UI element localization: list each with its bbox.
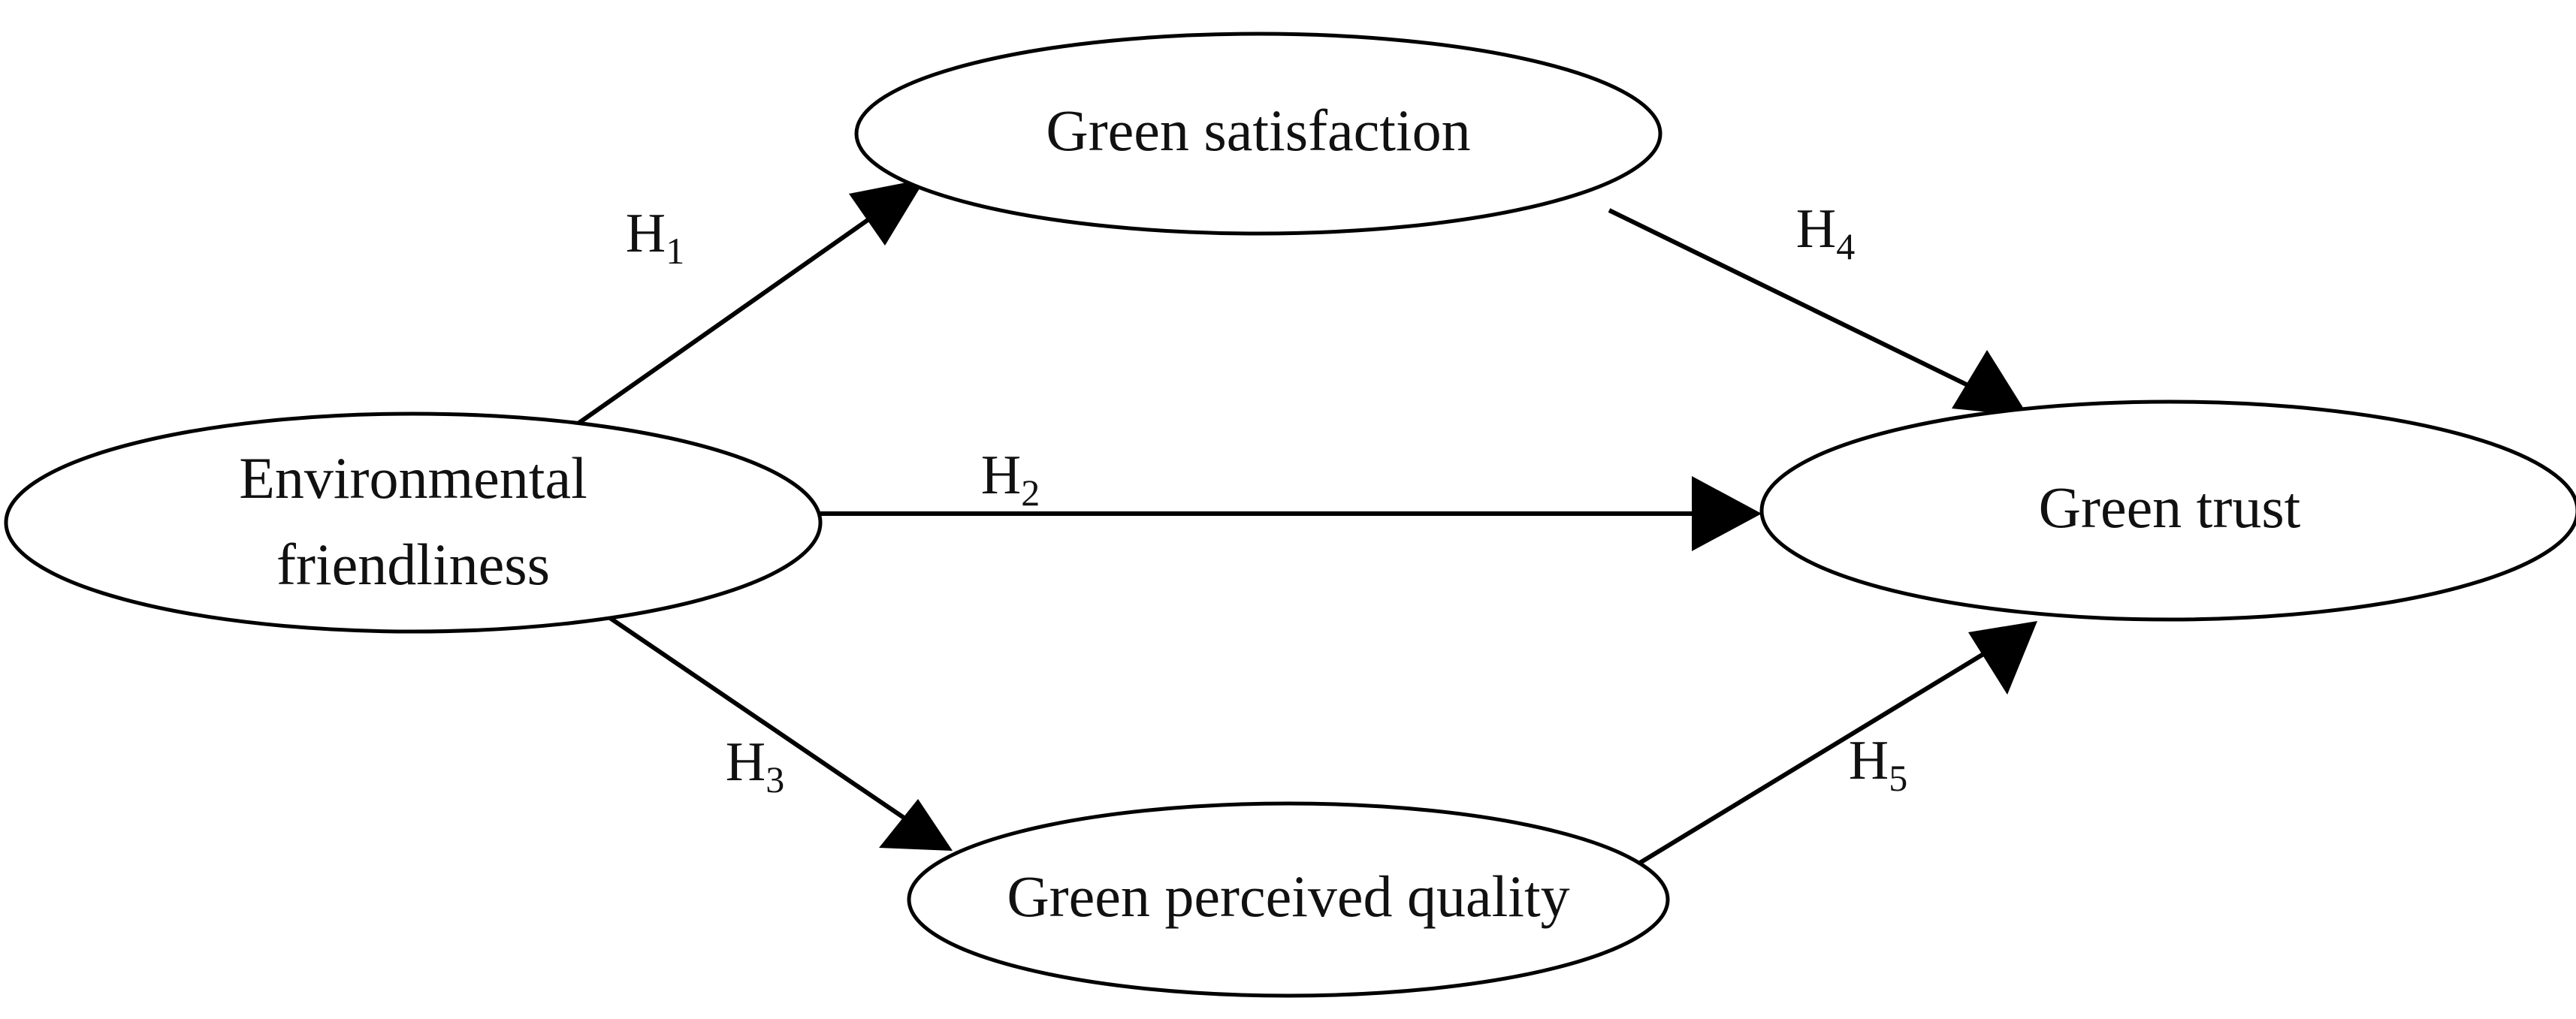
node-green-perceived-quality-shape: [907, 801, 1670, 998]
edge-label-h1: H1: [626, 203, 684, 272]
edge-label-h2: H2: [981, 445, 1040, 514]
node-environmental-friendliness-shape: [4, 412, 823, 634]
edge-label-h4-subscript: 4: [1836, 225, 1855, 267]
edge-label-h4: H4: [1796, 198, 1855, 267]
node-green-satisfaction-label: Green satisfaction: [1046, 98, 1470, 163]
edge-label-h5: H5: [1849, 730, 1907, 799]
edge-label-h5-letter: H: [1849, 730, 1889, 791]
edge-label-h1-letter: H: [626, 203, 666, 264]
edge-h2-arrowhead: [1692, 476, 1762, 551]
edge-label-h4-letter: H: [1796, 198, 1836, 260]
edge-label-h2-letter: H: [981, 445, 1021, 506]
node-environmental-friendliness-label-line1: Environmental: [239, 445, 587, 511]
edge-label-h3: H3: [726, 731, 784, 800]
node-green-perceived-quality[interactable]: Green perceived quality: [907, 801, 1670, 998]
node-green-trust-label: Green trust: [2039, 475, 2301, 540]
edge-label-h2-subscript: 2: [1021, 472, 1040, 514]
edge-h4-line: [1608, 208, 1985, 395]
edge-h1-line: [568, 202, 892, 432]
node-green-satisfaction-shape: [854, 32, 1662, 236]
edge-h3-line: [609, 616, 917, 828]
node-environmental-friendliness[interactable]: Environmental friendliness: [4, 412, 823, 634]
edge-h4-arrowhead: [1952, 350, 2028, 416]
edge-label-h3-subscript: 3: [766, 758, 784, 800]
edge-h5[interactable]: [1635, 621, 2037, 867]
edge-h3-arrowhead: [879, 799, 953, 851]
edge-h4[interactable]: [1608, 208, 2028, 416]
node-green-trust[interactable]: Green trust: [1759, 399, 2576, 622]
edge-h2[interactable]: [820, 476, 1762, 551]
edge-h1-arrowhead: [849, 179, 926, 246]
edge-label-h3-letter: H: [726, 731, 766, 793]
edge-h5-arrowhead: [1968, 621, 2037, 695]
edge-label-h1-subscript: 1: [666, 230, 684, 272]
edge-h1[interactable]: [568, 179, 926, 432]
node-green-satisfaction[interactable]: Green satisfaction: [854, 32, 1662, 236]
edge-h3[interactable]: [609, 616, 953, 851]
edge-h5-line: [1635, 645, 1996, 867]
node-green-trust-shape: [1759, 399, 2576, 622]
node-environmental-friendliness-label-line2: friendliness: [276, 532, 550, 597]
node-green-perceived-quality-label: Green perceived quality: [1007, 864, 1569, 929]
edge-label-h5-subscript: 5: [1889, 757, 1907, 799]
